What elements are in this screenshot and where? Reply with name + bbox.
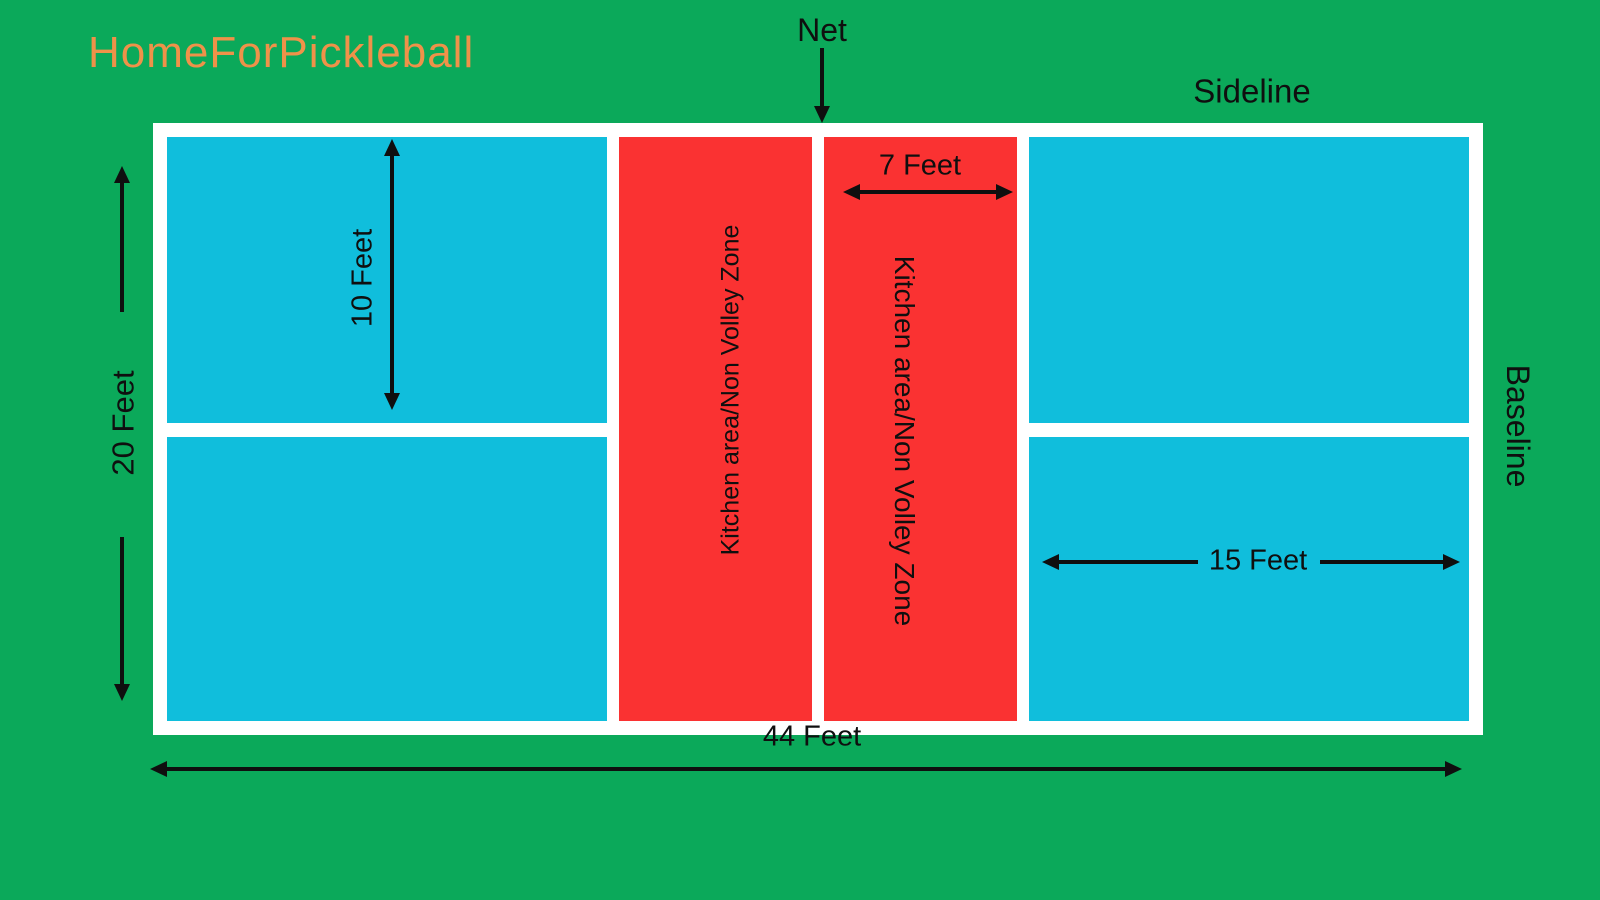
service-box-top-left: [167, 137, 607, 423]
arrowhead-down-icon: [384, 393, 400, 410]
service-box-bottom-left: [167, 437, 607, 721]
arrowhead-left-icon: [1042, 554, 1059, 570]
baseline-label: Baseline: [1500, 364, 1536, 488]
arrowhead-down-icon: [814, 106, 830, 123]
court-outline: [153, 123, 1483, 735]
kitchen-depth-label: 7 Feet: [878, 149, 962, 182]
court-length-arrow: [150, 760, 1462, 778]
arrow-shaft: [1320, 560, 1443, 564]
arrow-shaft: [1059, 560, 1198, 564]
arrowhead-right-icon: [1443, 554, 1460, 570]
court-width-arrow-upper: [113, 166, 131, 312]
arrowhead-left-icon: [843, 184, 860, 200]
arrowhead-left-icon: [150, 761, 167, 777]
kitchen-right-label: Kitchen area/Non Volley Zone: [889, 255, 920, 627]
service-depth-label: 10 Feet: [346, 228, 379, 328]
kitchen-depth-arrow: [843, 183, 1013, 201]
centerline-right: [1029, 423, 1469, 437]
service-width-label: 15 Feet: [1208, 544, 1308, 577]
arrowhead-down-icon: [114, 684, 130, 701]
court-length-label: 44 Feet: [762, 720, 862, 753]
court-width-arrow-lower: [113, 537, 131, 701]
arrow-shaft: [120, 183, 124, 312]
arrow-shaft: [167, 767, 1445, 771]
kitchen-left-label: Kitchen area/Non Volley Zone: [716, 224, 745, 556]
arrow-shaft: [860, 190, 996, 194]
arrowhead-right-icon: [996, 184, 1013, 200]
arrow-shaft: [820, 48, 824, 106]
arrowhead-up-icon: [384, 139, 400, 156]
kitchen-zone-right: [824, 137, 1017, 721]
service-box-bottom-right: [1029, 437, 1469, 721]
kitchen-zone-left: [619, 137, 812, 721]
arrow-shaft: [390, 156, 394, 393]
net-line: [812, 137, 824, 721]
service-width-arrow-left: [1042, 553, 1198, 571]
service-box-top-right: [1029, 137, 1469, 423]
arrow-shaft: [120, 537, 124, 684]
arrowhead-up-icon: [114, 166, 130, 183]
court-width-label: 20 Feet: [105, 370, 141, 476]
centerline-left: [167, 423, 607, 437]
sideline-label: Sideline: [1193, 72, 1311, 110]
net-label: Net: [797, 12, 847, 48]
service-depth-arrow: [383, 139, 401, 410]
net-arrow: [813, 48, 831, 123]
brand-logo: HomeForPickleball: [88, 28, 475, 77]
arrowhead-right-icon: [1445, 761, 1462, 777]
service-width-arrow-right: [1320, 553, 1460, 571]
